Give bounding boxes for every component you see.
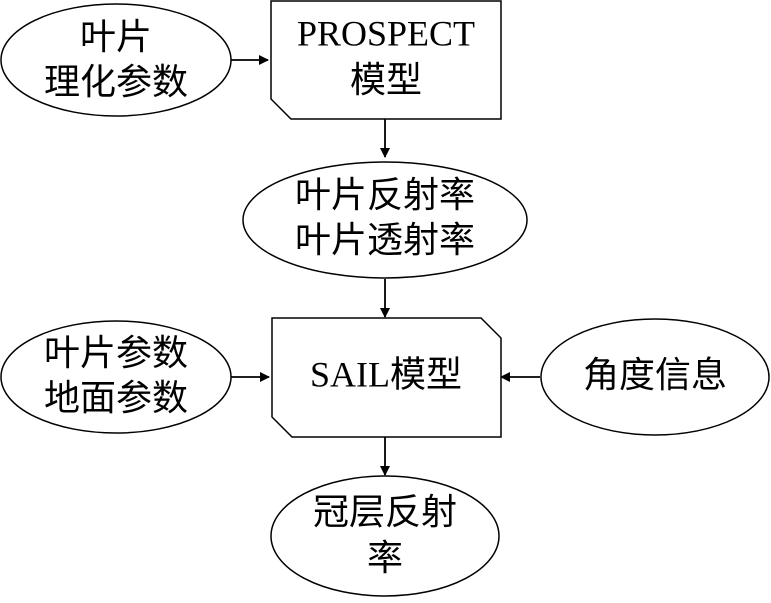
node-prospect-model-line-1: PROSPECT (297, 13, 475, 53)
node-leaf-ground-params-line-1: 叶片参数 (44, 333, 188, 374)
node-leaf-ground-params-shape (0, 320, 232, 434)
node-sail-model-shape (271, 317, 502, 438)
node-canopy-reflectance-line-2: 率 (367, 538, 403, 579)
node-leaf-physchem-line-1: 叶片 (80, 17, 152, 58)
node-angle-info-shape (540, 318, 770, 436)
edges (231, 55, 540, 476)
node-angle-info: 角度信息 (540, 318, 770, 436)
node-leaf-ground-params: 叶片参数 地面参数 (0, 320, 232, 434)
node-leaf-optics-line-1: 叶片反射率 (295, 175, 475, 216)
node-leaf-physchem: 叶片 理化参数 (0, 3, 232, 117)
node-sail-model: SAIL模型 (271, 317, 502, 438)
node-leaf-physchem-line-2: 理化参数 (44, 62, 188, 103)
node-angle-info-line-1: 角度信息 (583, 355, 727, 396)
node-prospect-model: PROSPECT 模型 (270, 0, 502, 120)
node-canopy-reflectance-line-1: 冠层反射 (313, 492, 457, 533)
node-canopy-reflectance: 冠层反射 率 (270, 475, 500, 597)
node-sail-model-line-1: SAIL模型 (310, 354, 462, 394)
node-prospect-model-shape (270, 0, 502, 120)
node-leaf-optics-shape (242, 161, 528, 279)
node-leaf-optics: 叶片反射率 叶片透射率 (242, 161, 528, 279)
node-leaf-physchem-shape (0, 3, 232, 117)
node-leaf-optics-line-2: 叶片透射率 (295, 220, 475, 261)
node-canopy-reflectance-shape (270, 475, 500, 597)
node-prospect-model-line-2: 模型 (350, 60, 422, 101)
node-leaf-ground-params-line-2: 地面参数 (44, 378, 188, 419)
